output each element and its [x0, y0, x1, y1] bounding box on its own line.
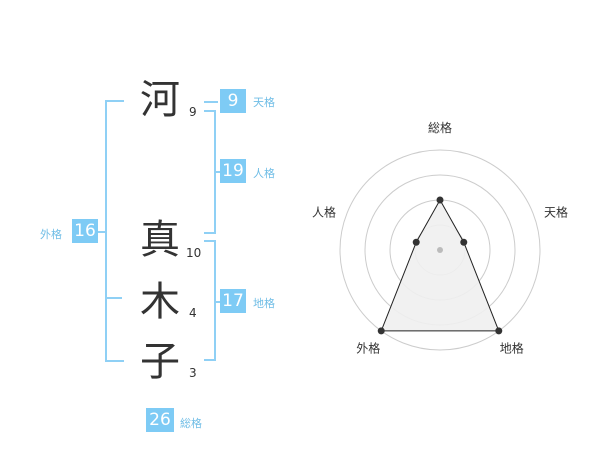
- tenkaku-label: 天格: [253, 96, 275, 109]
- stroke-count-2: 10: [186, 246, 202, 260]
- name-char-1: 河: [140, 77, 180, 123]
- chikaku-bracket: [204, 240, 216, 361]
- stroke-count-1: 9: [189, 105, 197, 119]
- jinkaku-connector: [214, 171, 220, 173]
- name-char-2: 真: [140, 217, 180, 263]
- soukaku-value: 26: [146, 408, 174, 432]
- radar-point-1: [436, 196, 444, 204]
- stroke-count-4: 3: [189, 366, 197, 380]
- radar-point-4: [377, 327, 385, 335]
- soukaku-label: 総格: [180, 417, 202, 430]
- tenkaku-value: 9: [220, 89, 246, 113]
- radar-center-dot: [437, 247, 443, 253]
- chikaku-connector: [214, 301, 220, 303]
- radar-axis-label-2: 天格: [544, 204, 568, 219]
- gaikaku-value: 16: [72, 219, 98, 243]
- radar-point-5: [412, 238, 420, 246]
- chikaku-label: 地格: [253, 297, 275, 310]
- gaikaku-bracket: [105, 100, 124, 362]
- radar-axis-label-4: 外格: [356, 341, 380, 356]
- tenkaku-tick: [204, 101, 218, 103]
- radar-point-3: [495, 327, 503, 335]
- radar-axis-label-3: 地格: [500, 341, 524, 356]
- jinkaku-label: 人格: [253, 167, 275, 180]
- name-char-4: 子: [140, 339, 180, 385]
- radar-axis-label-5: 人格: [312, 204, 336, 219]
- radar-ring-4: [339, 149, 541, 351]
- gaikaku-label: 外格: [40, 228, 62, 241]
- name-char-3: 木: [140, 279, 180, 325]
- chikaku-value: 17: [220, 289, 246, 313]
- gaikaku-connector: [98, 231, 107, 233]
- radar-area: [380, 198, 500, 332]
- radar-point-2: [460, 238, 468, 246]
- radar-axis-label-1: 総格: [428, 120, 452, 135]
- stroke-count-3: 4: [189, 306, 197, 320]
- jinkaku-value: 19: [220, 159, 246, 183]
- gaikaku-bracket-mid-tick: [105, 297, 122, 299]
